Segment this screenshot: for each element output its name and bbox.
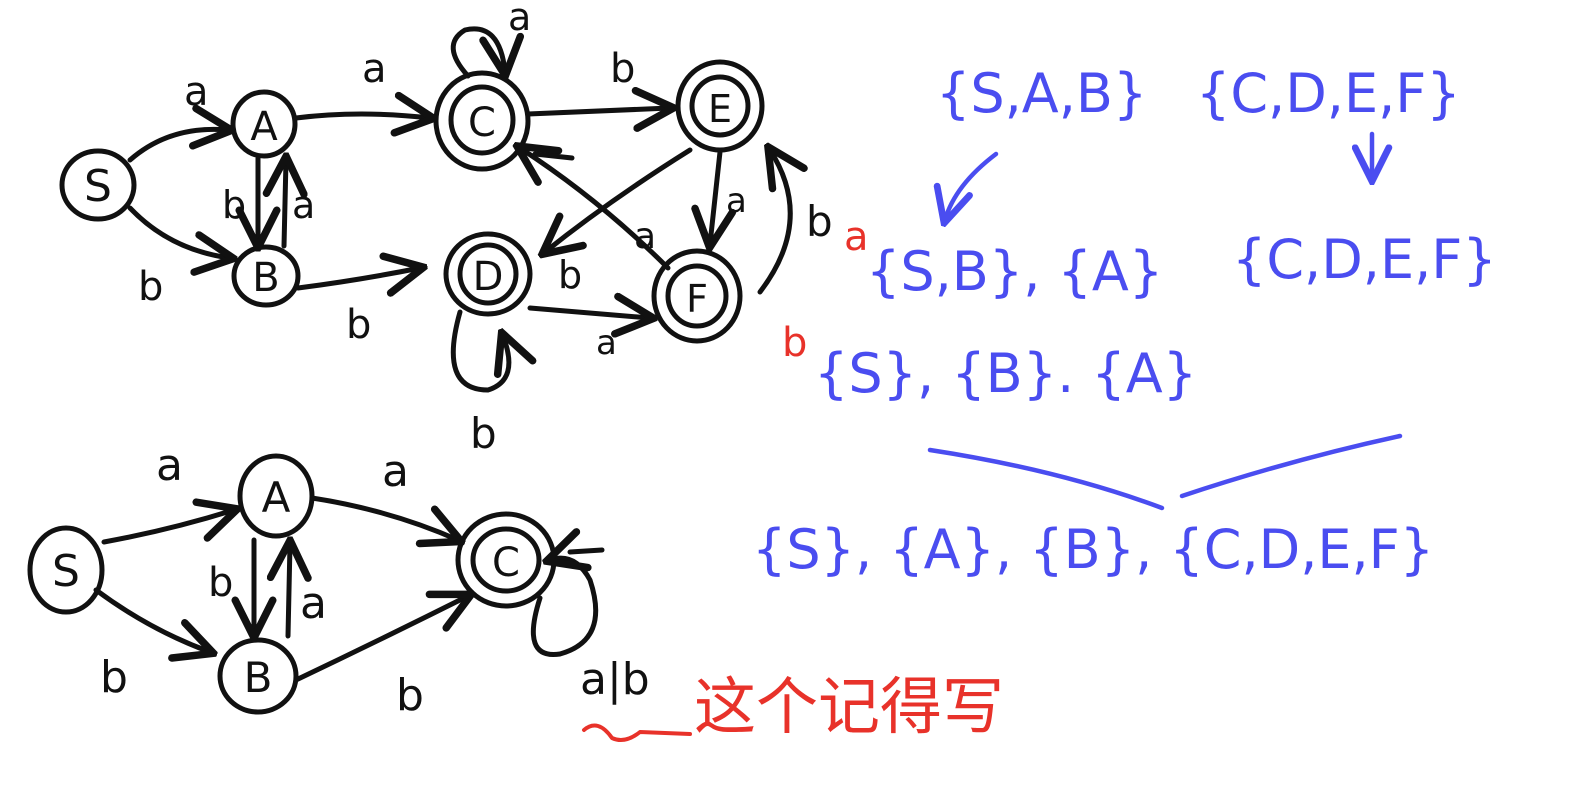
min-state-s-label: S [52,546,80,597]
min-edge-s-b-label: b [100,652,128,703]
edge-e-f [710,149,720,244]
group-2-set: {C,D,E,F} [1196,62,1461,125]
min-edge-c-loop-label: a|b [580,654,650,705]
min-state-a-label: A [262,473,291,522]
state-c: C [433,70,531,172]
min-state-b: B [217,637,299,715]
min-edge-b-a-label: a [300,578,327,629]
split-a-result: {S,B}, {A} [866,240,1163,303]
state-c-label: C [468,100,496,146]
edge-e-d [545,147,693,252]
state-a-label: A [250,104,278,150]
original-dfa: S A B C D E F [59,0,833,458]
min-state-b-label: B [244,653,273,702]
state-b-label: B [252,255,279,301]
state-s-label: S [84,161,112,212]
edge-e-f-label: a [726,181,747,221]
edge-b-a [284,160,286,249]
state-f-label: F [686,277,708,321]
edge-a-b-label: b [222,183,246,227]
edge-e-d-label: b [558,253,582,297]
min-state-c: C [455,511,557,609]
edge-d-f [527,308,650,318]
group-1-set: {S,A,B} [936,62,1147,125]
handwritten-note: 这个记得写 [694,670,1004,743]
min-edge-s-a-label: a [156,440,183,491]
group-2-kept: {C,D,E,F} [1232,228,1497,291]
edge-d-f-label: a [596,323,617,363]
edge-c-loop-label: a [508,0,531,39]
state-d-label: D [473,254,504,300]
min-edge-s-b [93,587,210,652]
edge-b-d-label: b [346,302,371,348]
min-edge-a-c [309,495,458,540]
edge-s-a [127,129,228,163]
edge-s-a-label: a [184,69,209,115]
final-partition: {S}, {A}, {B}, {C,D,E,F} [752,518,1434,581]
merge-brace [927,433,1403,511]
edge-s-b [127,205,230,258]
min-edge-a-b-label: b [208,560,233,606]
edge-f-e-label: b [806,197,833,246]
min-state-s: S [27,525,105,615]
state-a: A [230,89,298,159]
edge-b-a-label: a [292,183,315,227]
split-b-result: {S}, {B}. {A} [814,342,1197,405]
min-edge-c-loop-tick [567,547,605,555]
edge-f-e [757,150,790,295]
min-edge-b-a [288,544,290,639]
minimized-dfa: S A B C a b b a a b a|b 这个记得写 [27,440,1004,743]
edge-b-d [295,268,420,288]
edge-a-c [293,114,430,118]
edge-d-loop-label: b [470,409,497,458]
partition-notes: {S,A,B} {C,D,E,F} a {S,B}, {A} {C,D,E,F}… [752,62,1497,581]
min-edge-b-c-label: b [396,670,424,721]
min-state-c-label: C [492,540,520,586]
edge-c-f-label: a [634,216,656,257]
state-d: D [443,231,533,317]
edge-c-e [525,108,670,114]
min-edge-c-loop [530,558,599,658]
state-s: S [59,148,137,222]
edge-f-c [520,148,671,271]
note-pointer [582,723,692,742]
edge-s-b-label: b [138,264,163,310]
state-e: E [675,59,765,153]
split-a-marker: a [844,214,869,260]
state-b: B [231,244,301,308]
split-b-marker: b [782,320,807,366]
edge-c-f-tick [532,151,575,161]
edge-a-c-label: a [362,46,387,92]
min-edge-s-a [101,510,234,545]
split-arrow-left [945,151,999,220]
min-edge-a-c-label: a [382,446,409,497]
state-e-label: E [708,87,732,131]
edge-c-loop [450,26,505,76]
min-state-a: A [237,453,315,539]
edge-d-loop [450,309,509,393]
min-edge-b-c [293,596,468,683]
edge-c-e-label: b [610,46,635,92]
